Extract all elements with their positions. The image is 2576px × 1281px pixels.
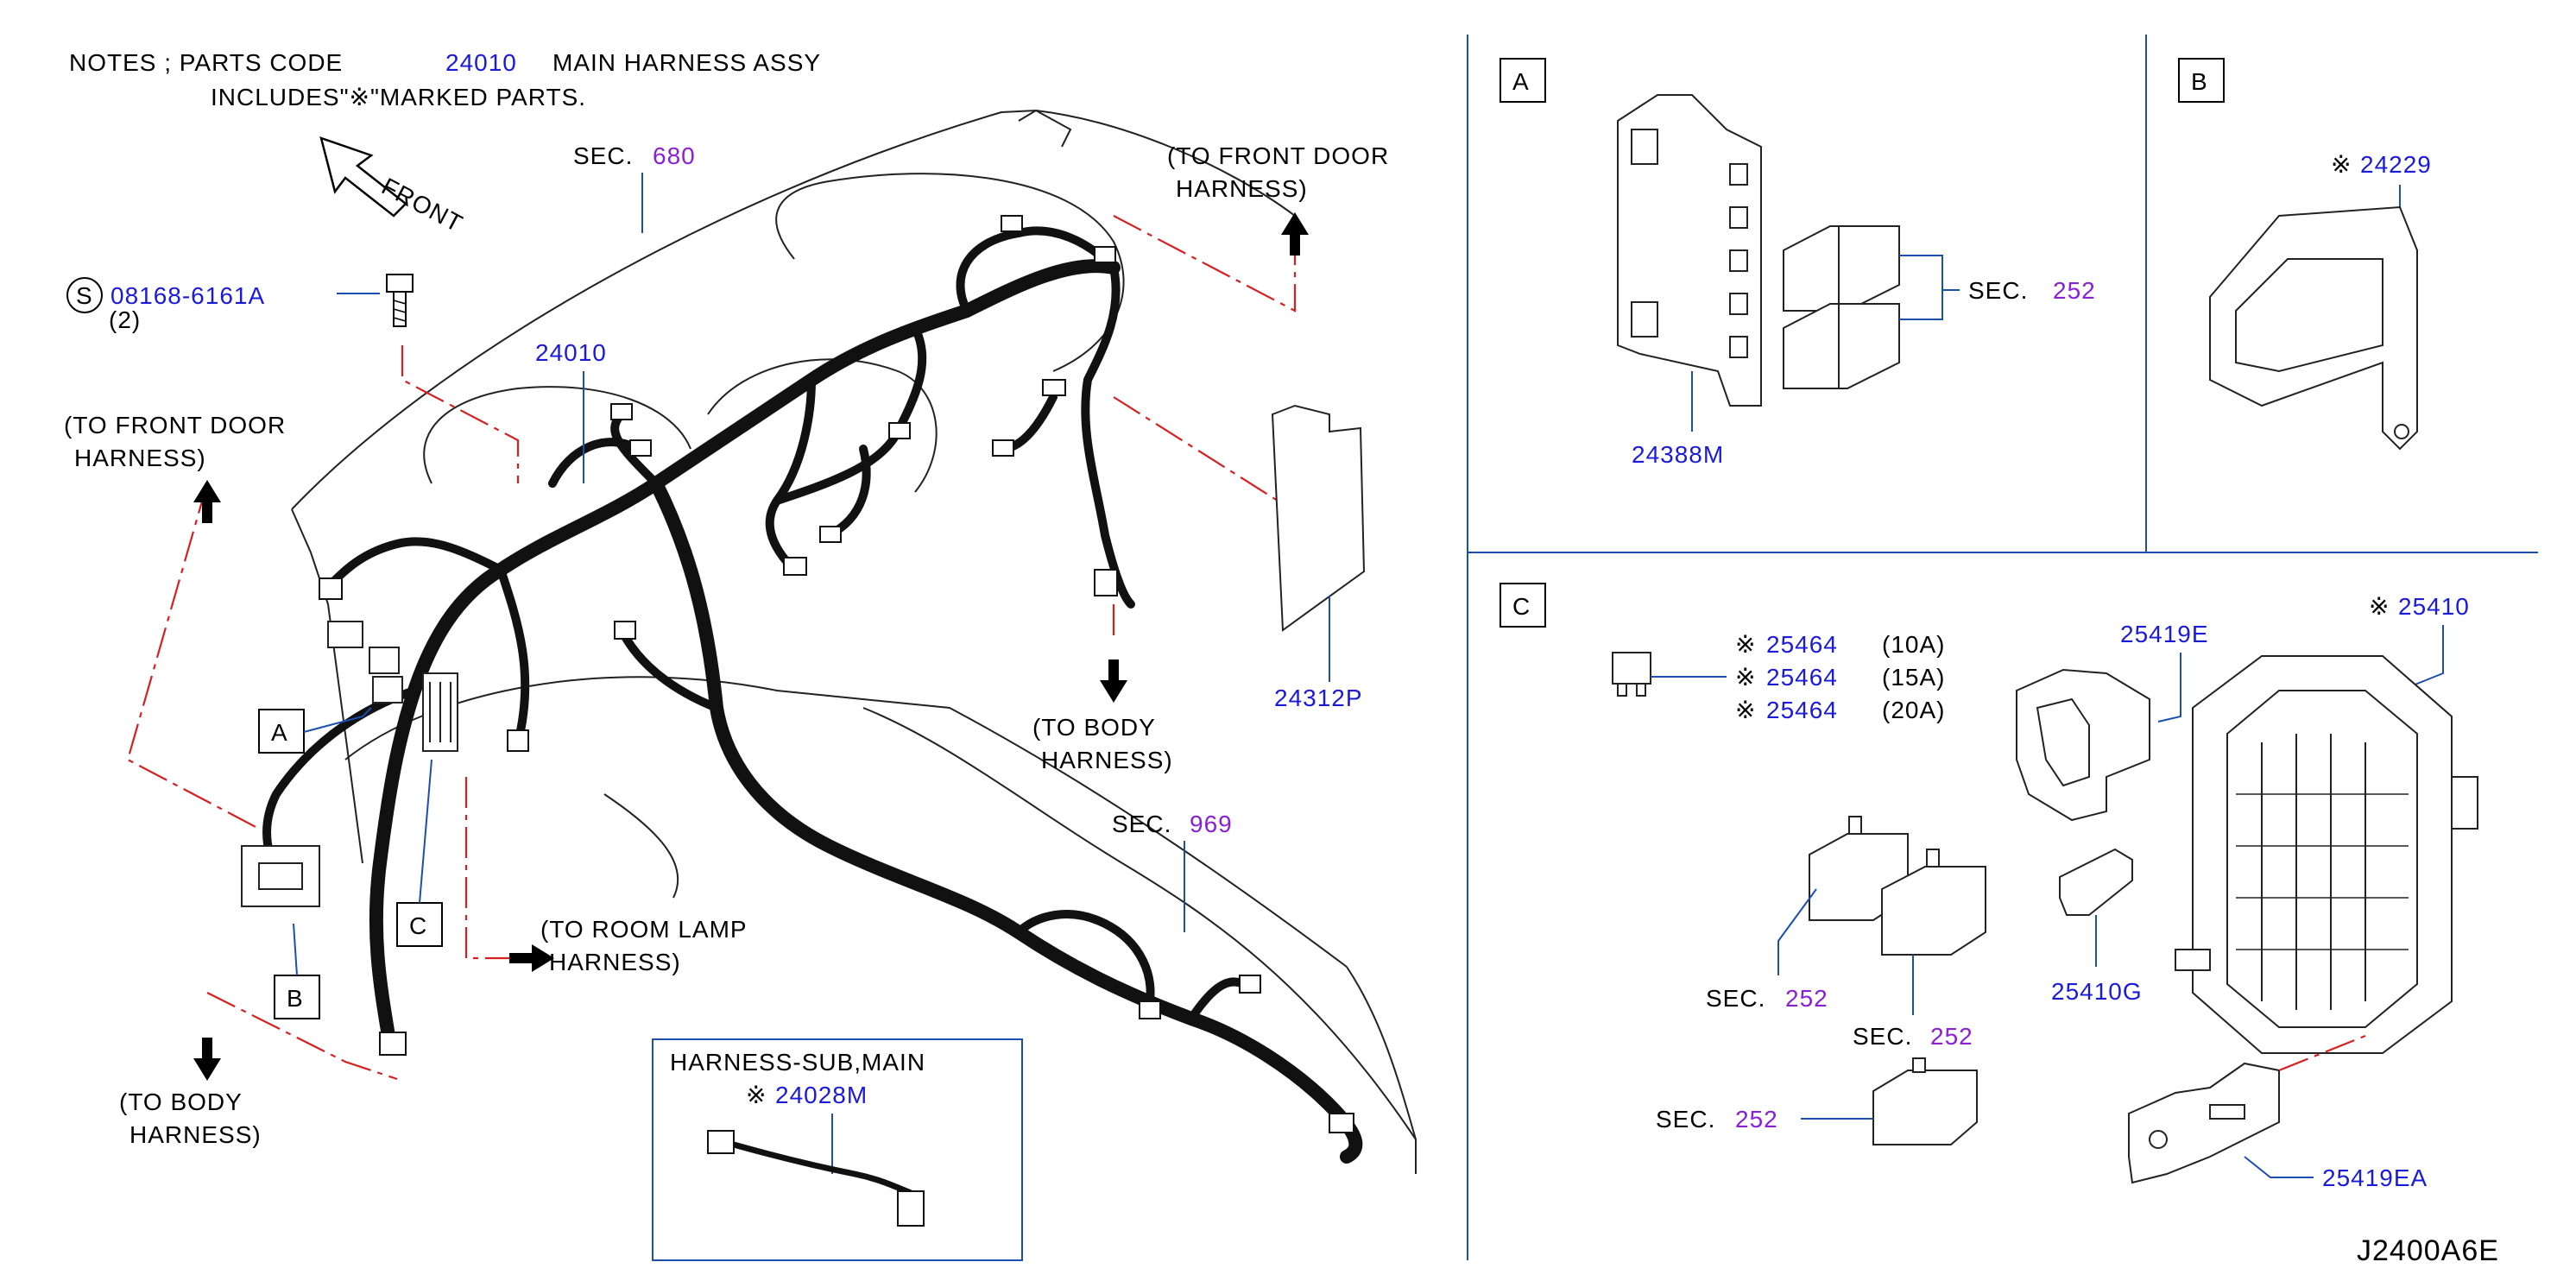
svg-text:A: A [271,719,288,746]
fuse-3-part-number[interactable]: 25464 [1766,697,1838,723]
svg-text:B: B [287,985,304,1012]
fuse-2-mark: ※ [1735,664,1756,691]
sub-harness-title: HARNESS-SUB,MAIN [670,1049,925,1076]
label-a-box[interactable]: A [258,709,305,754]
arrow-down-right-icon [1100,659,1127,703]
panel-a-bracket-part-number[interactable]: 24388M [1632,441,1724,468]
panel-a-sec-prefix: SEC. [1968,277,2028,304]
sub-harness-drawing [707,1130,925,1227]
relay-bracket-24388m [1617,94,1762,407]
relays-panel-a [1783,225,1900,389]
sub-harness-mark: ※ [746,1082,767,1108]
svg-text:A: A [1512,68,1530,95]
bolt-symbol: S [76,282,93,309]
to-body-right-line1: (TO BODY [1032,714,1156,741]
bolt-icon [386,274,414,327]
relay-c3 [1872,1057,1978,1145]
panel-c-label[interactable]: C [1500,583,1546,628]
bracket-24229 [2209,205,2418,451]
to-body-left-line2: HARNESS) [129,1121,262,1148]
sec-680-link[interactable]: 680 [653,142,696,169]
figure-code: J2400A6E [2357,1234,2499,1267]
bracket-location-b [241,845,320,907]
relay-c3-sec-prefix: SEC. [1656,1106,1715,1133]
label-c-box[interactable]: C [396,902,443,947]
puller-part-number[interactable]: 25410G [2051,978,2143,1005]
fuse-puller-25410g [2059,848,2133,916]
arrow-up-left-icon [193,480,221,523]
svg-text:C: C [1512,593,1531,620]
cover-panel-24312p [1271,404,1366,632]
to-body-right-line2: HARNESS) [1041,747,1173,773]
s-circle-symbol [66,277,103,313]
svg-text:B: B [2191,68,2208,95]
fuse-block-mark: ※ [2369,593,2390,620]
fuse-icon [1612,652,1651,697]
bolt-part-number[interactable]: 08168-6161A [110,282,265,309]
notes-parts-code[interactable]: 24010 [445,49,517,76]
sub-harness-frame [652,1038,1023,1261]
fuse-2-part-number[interactable]: 25464 [1766,664,1838,691]
to-front-door-right-line2: HARNESS) [1176,175,1308,202]
to-front-door-left-line1: (TO FRONT DOOR [64,412,286,439]
to-body-left-line1: (TO BODY [119,1089,243,1115]
fuse-block-25410 [2175,655,2478,1054]
cover-25419e-part-number[interactable]: 25419E [2120,621,2209,647]
to-room-lamp-line2: HARNESS) [549,949,681,975]
panel-a-sec-link[interactable]: 252 [2053,277,2096,304]
arrow-right-room-lamp-icon [509,944,554,972]
front-arrow-icon [319,136,407,218]
notes-line1-prefix: NOTES ; PARTS CODE [69,49,343,76]
dashboard-outline [291,109,1417,1174]
panel-b-label[interactable]: B [2178,58,2225,103]
bracket-25419ea-part-number[interactable]: 25419EA [2322,1164,2428,1191]
relay-c1-sec-prefix: SEC. [1706,985,1765,1012]
relay-c3-sec-link[interactable]: 252 [1735,1106,1778,1133]
svg-text:C: C [409,912,427,939]
fuse-3-rating: (20A) [1882,697,1945,723]
fuse-1-rating: (10A) [1882,631,1945,658]
sec-969-prefix: SEC. [1112,811,1171,837]
phantom-lines [126,215,1297,1081]
main-harness-part-number[interactable]: 24010 [535,339,607,366]
to-front-door-right-line1: (TO FRONT DOOR [1167,142,1389,169]
relay-c1-sec-link[interactable]: 252 [1785,985,1828,1012]
bolt-quantity: (2) [109,306,141,333]
panel-b-part-number[interactable]: 24229 [2360,151,2432,178]
fuse-1-mark: ※ [1735,631,1756,658]
arrow-up-right-icon [1281,212,1309,256]
panel-dividers [1467,35,2538,1260]
relay-c2-sec-prefix: SEC. [1853,1023,1912,1050]
fuse-block-location-c [422,672,458,752]
sec-969-link[interactable]: 969 [1190,811,1233,837]
sec-680-prefix: SEC. [573,142,633,169]
panel-b-mark: ※ [2331,151,2352,178]
cover-part-number[interactable]: 24312P [1274,685,1363,711]
panel-a-label[interactable]: A [1500,58,1546,103]
label-b-box[interactable]: B [274,975,320,1019]
notes-line2: INCLUDES"※"MARKED PARTS. [211,84,586,110]
fuse-3-mark: ※ [1735,697,1756,723]
relay-location-a [327,621,403,704]
fuse-block-cover-25419e [2016,668,2150,822]
arrow-down-left-icon [193,1038,221,1081]
relay-c2 [1881,849,1986,956]
notes-line1-suffix: MAIN HARNESS ASSY [552,49,821,76]
bracket-25419ea [2128,1062,2280,1184]
sub-harness-part-number[interactable]: 24028M [775,1082,868,1108]
to-room-lamp-line1: (TO ROOM LAMP [540,916,748,943]
relay-c2-sec-link[interactable]: 252 [1930,1023,1973,1050]
to-front-door-left-line2: HARNESS) [74,445,206,471]
fuse-block-part-number[interactable]: 25410 [2398,593,2470,620]
fuse-2-rating: (15A) [1882,664,1945,691]
fuse-1-part-number[interactable]: 25464 [1766,631,1838,658]
